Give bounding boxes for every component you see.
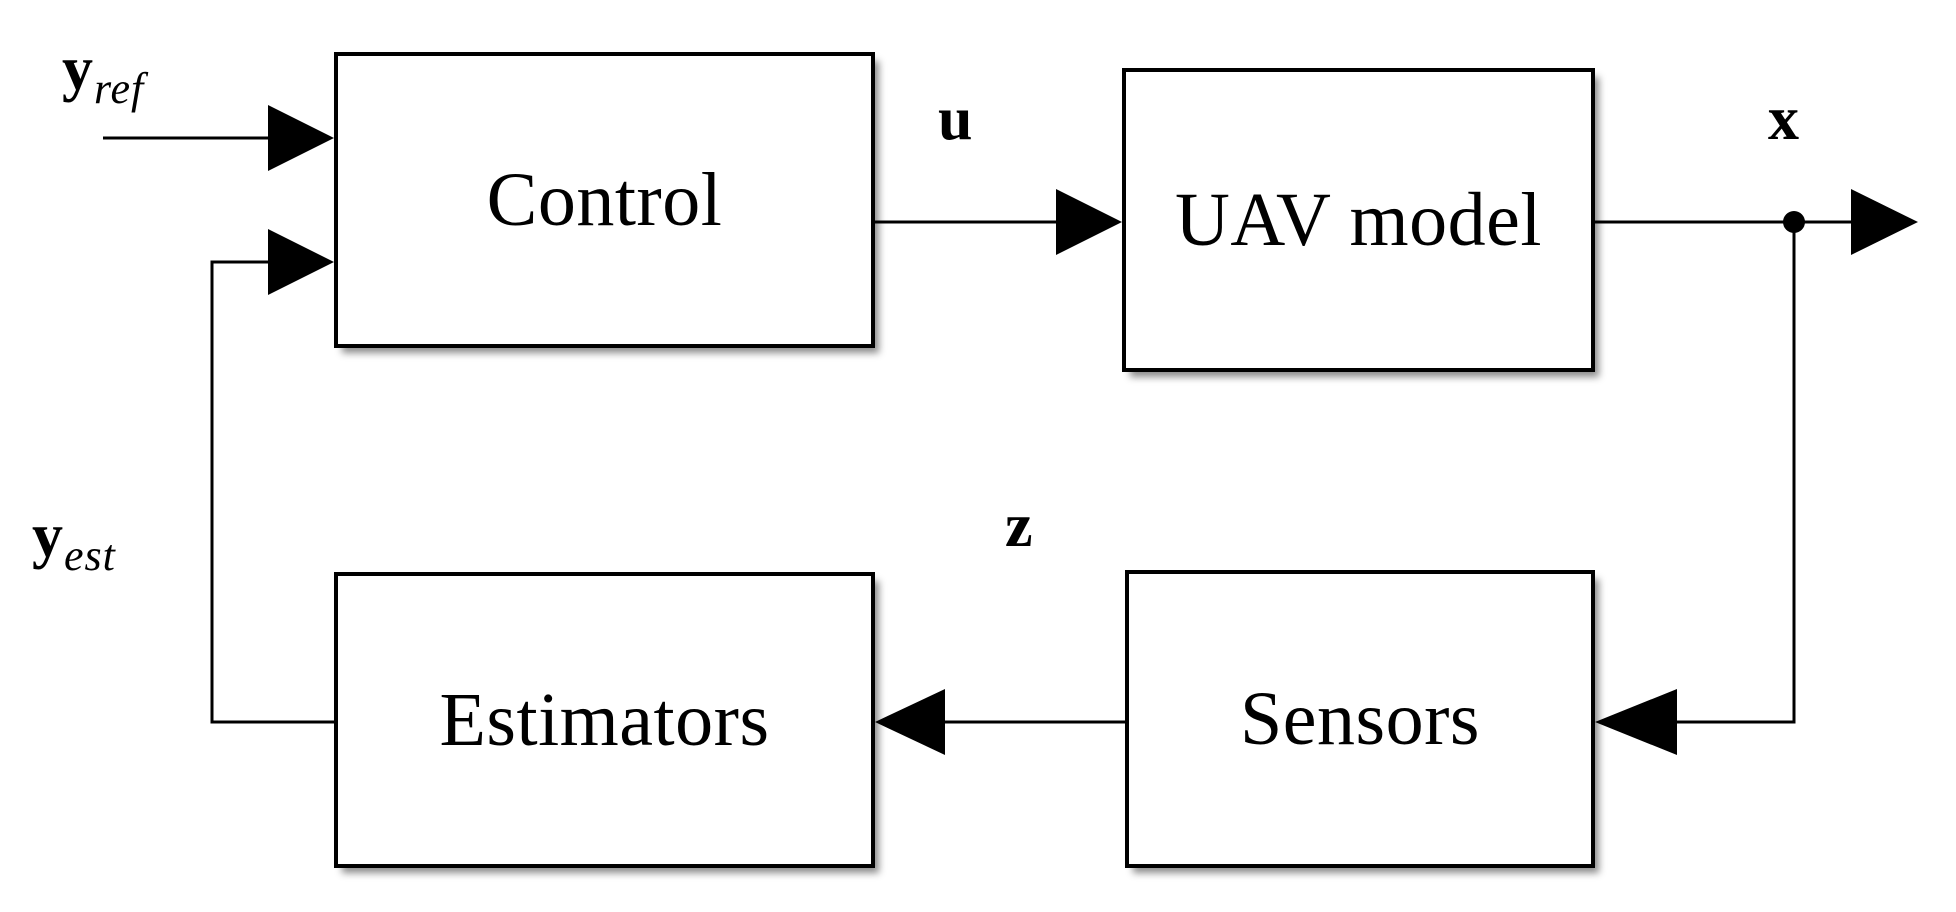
block-control-label: Control	[486, 158, 723, 242]
block-sensors-label: Sensors	[1240, 677, 1480, 761]
signal-label-yest-subscript: est	[64, 531, 116, 580]
signal-label-u-main: u	[938, 85, 973, 153]
arrowhead-z-into-estimators	[875, 689, 945, 755]
signal-label-x: x	[1768, 88, 1799, 150]
signal-label-u: u	[938, 88, 972, 150]
block-control[interactable]: Control	[334, 52, 875, 348]
signal-label-x-main: x	[1768, 85, 1799, 153]
arrowhead-u-into-uav	[1056, 189, 1122, 255]
signal-label-yest-main: y	[32, 502, 63, 570]
signal-label-yest: yest	[32, 502, 115, 578]
signal-label-yref-subscript: ref	[94, 64, 145, 113]
wire-yest-feedback	[210, 260, 334, 724]
arrowhead-x-output	[1851, 189, 1918, 255]
block-sensors[interactable]: Sensors	[1125, 570, 1595, 868]
signal-label-yref-main: y	[62, 35, 93, 103]
signal-label-yref: yref	[62, 35, 143, 111]
block-estimators[interactable]: Estimators	[334, 572, 875, 868]
signal-label-z: z	[1005, 495, 1033, 557]
block-uav-model-label: UAV model	[1175, 178, 1542, 262]
arrowhead-yest-into-control	[268, 229, 334, 295]
signal-label-z-main: z	[1005, 492, 1033, 560]
block-estimators-label: Estimators	[439, 678, 770, 762]
arrowhead-x-into-sensors	[1595, 689, 1677, 755]
wire-x-into-sensors	[1675, 222, 1796, 724]
arrowhead-yref-into-control	[268, 105, 334, 171]
block-uav-model[interactable]: UAV model	[1122, 68, 1595, 372]
